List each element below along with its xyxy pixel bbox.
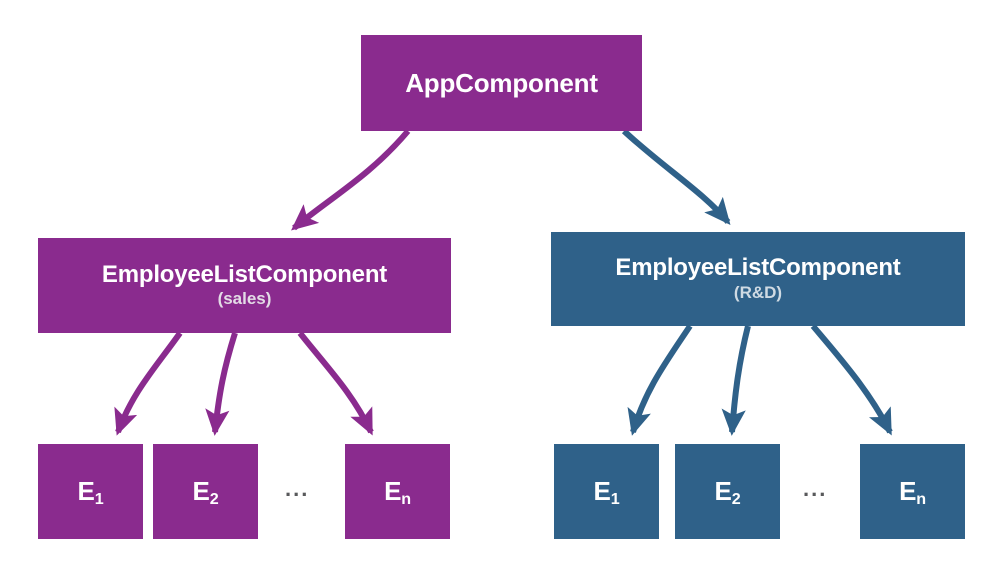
node-employee-rnd-2[interactable]: E2 xyxy=(675,444,780,539)
edge-sales-to-e1 xyxy=(114,331,183,436)
node-employee-sales-1-label: E1 xyxy=(77,476,104,508)
node-app-component-label: AppComponent xyxy=(405,67,598,98)
node-employee-list-sales-subtitle: (sales) xyxy=(217,289,272,308)
node-employee-list-sales-label: EmployeeListComponent xyxy=(101,260,388,288)
ellipsis-sales: ... xyxy=(285,476,310,501)
ellipsis-rnd: ... xyxy=(803,476,828,501)
edge-sales-to-en xyxy=(297,331,374,436)
edge-app-to-rnd xyxy=(621,128,731,225)
node-employee-sales-2-label: E2 xyxy=(192,476,219,508)
node-employee-rnd-1-label: E1 xyxy=(593,476,620,508)
node-employee-rnd-2-label: E2 xyxy=(714,476,741,508)
node-employee-sales-2[interactable]: E2 xyxy=(153,444,258,539)
node-employee-sales-n-label: En xyxy=(384,476,411,508)
node-employee-sales-n[interactable]: En xyxy=(345,444,450,539)
edge-app-to-sales xyxy=(291,129,411,231)
node-employee-list-rnd-label: EmployeeListComponent xyxy=(615,254,901,282)
node-employee-list-sales[interactable]: EmployeeListComponent (sales) xyxy=(38,238,451,333)
node-employee-rnd-n[interactable]: En xyxy=(860,444,965,539)
node-employee-rnd-1[interactable]: E1 xyxy=(554,444,659,539)
node-app-component[interactable]: AppComponent xyxy=(361,35,642,131)
edge-sales-to-e2 xyxy=(205,332,238,436)
node-employee-list-rnd-subtitle: (R&D) xyxy=(733,282,783,302)
node-employee-sales-1[interactable]: E1 xyxy=(38,444,143,539)
edge-rnd-to-e1 xyxy=(627,324,693,436)
node-employee-list-rnd[interactable]: EmployeeListComponent (R&D) xyxy=(551,232,965,326)
node-employee-rnd-n-label: En xyxy=(899,476,926,508)
edge-rnd-to-en xyxy=(810,324,893,436)
edge-rnd-to-e2 xyxy=(721,325,751,436)
